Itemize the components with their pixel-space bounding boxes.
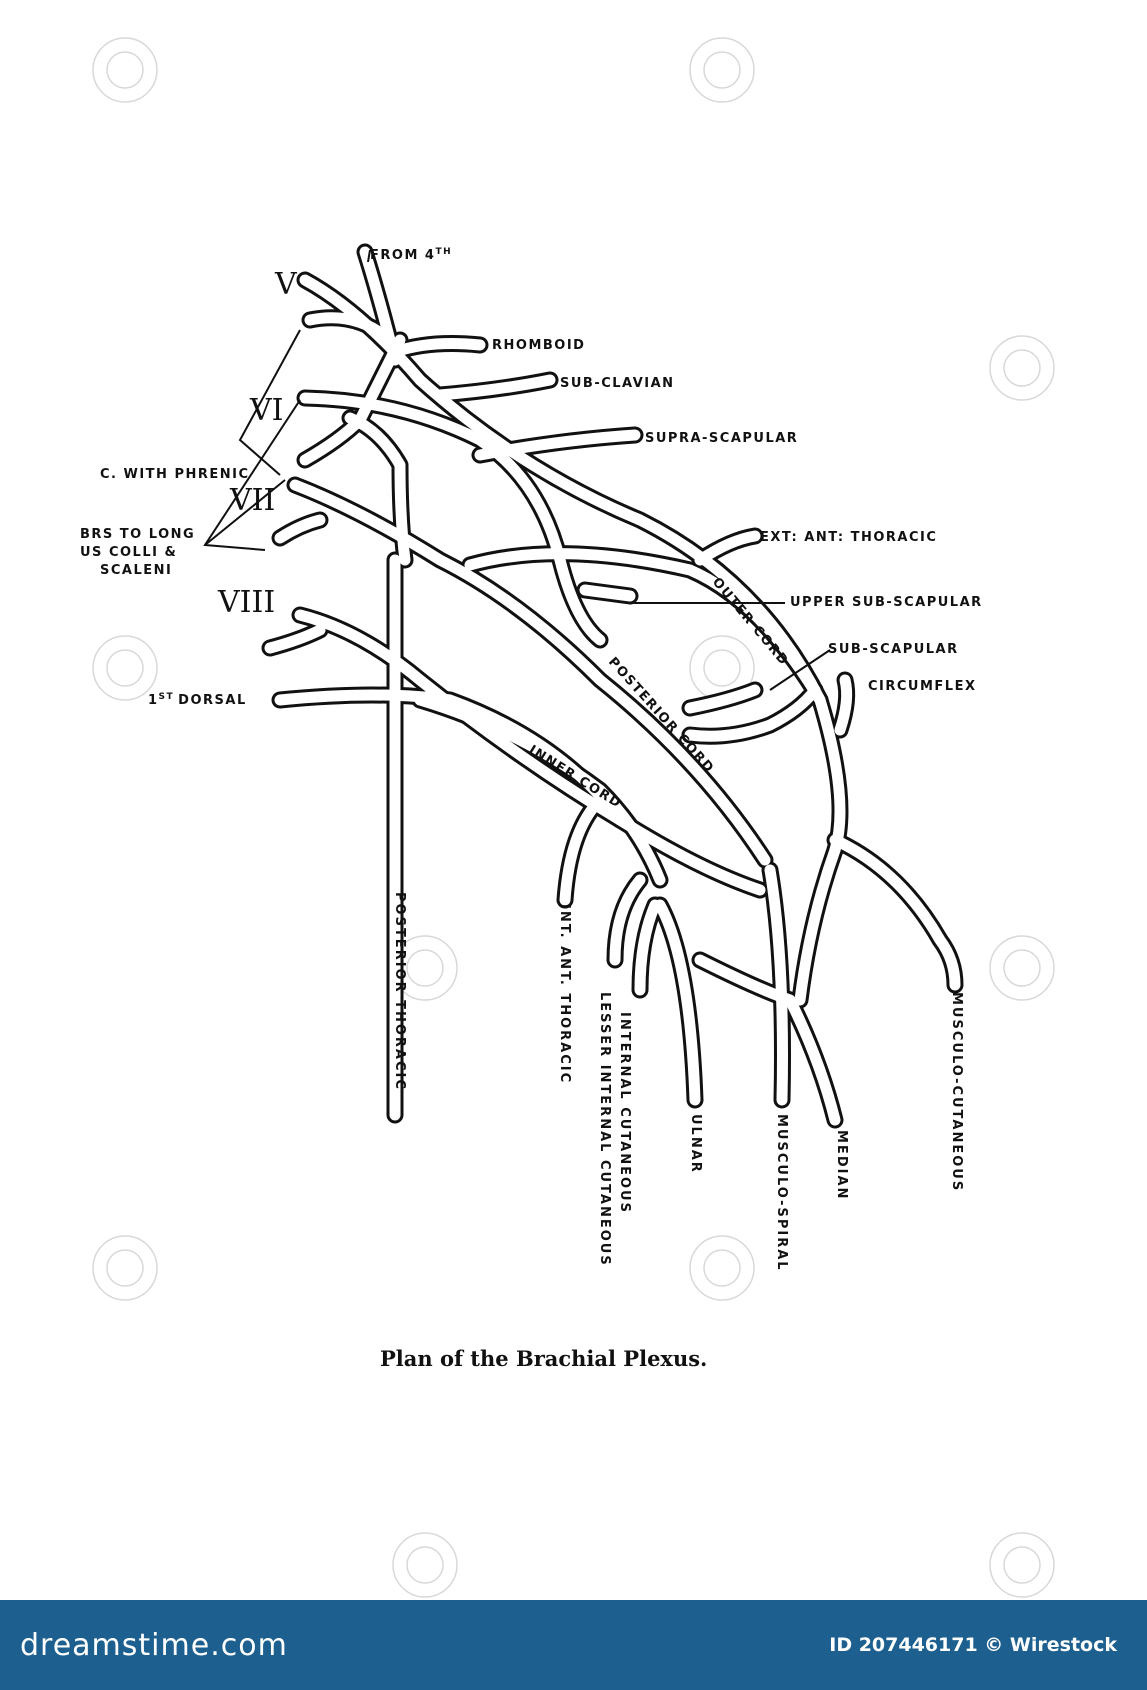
branch-labels: FROM 4TH RHOMBOID SUB-CLAVIAN SUPRA-SCAP… (80, 247, 983, 708)
brachial-plexus-diagram: V VI VII VIII FROM 4TH RHOMBOID SUB-CLAV… (80, 37, 1055, 1598)
root-label-vi: VI (249, 393, 284, 428)
nerve-network (261, 243, 964, 1129)
label-upper-sub-scapular: UPPER SUB-SCAPULAR (790, 595, 983, 610)
terminal-labels: POSTERIOR THORACIC INT. ANT. THORACIC LE… (392, 892, 964, 1272)
label-brs-line2: US COLLI & (80, 545, 177, 560)
diagram-caption: Plan of the Brachial Plexus. (380, 1346, 707, 1371)
footer-brand: dreamstime.com (20, 1627, 288, 1663)
label-internal-cutaneous: INTERNAL CUTANEOUS (617, 1012, 632, 1214)
label-sub-scapular: SUB-SCAPULAR (828, 642, 959, 657)
label-posterior-thoracic: POSTERIOR THORACIC (392, 892, 407, 1091)
label-musculo-spiral: MUSCULO-SPIRAL (774, 1114, 789, 1272)
label-c-with-phrenic: C. WITH PHRENIC (100, 467, 250, 482)
label-sub-clavian: SUB-CLAVIAN (560, 376, 675, 391)
label-rhomboid: RHOMBOID (492, 338, 585, 353)
label-ext-ant-thoracic: EXT: ANT: THORACIC (760, 530, 937, 545)
label-ulnar: ULNAR (688, 1114, 703, 1174)
median (691, 951, 844, 1129)
label-musculo-cutaneous: MUSCULO-CUTANEOUS (949, 992, 964, 1192)
label-posterior-cord: POSTERIOR CORD (605, 655, 717, 777)
root-labels: V VI VII VIII (217, 267, 298, 620)
label-supra-scapular: SUPRA-SCAPULAR (645, 431, 798, 446)
inner-cord (411, 691, 669, 889)
label-lesser-internal-cutaneous: LESSER INTERNAL CUTANEOUS (597, 992, 612, 1267)
label-brs-line1: BRS TO LONG (80, 527, 195, 542)
label-brs-line3: SCALENI (100, 563, 172, 578)
root-label-v: V (274, 267, 298, 302)
watermark-footer-bar: dreamstime.com ID 207446171 © Wirestock (0, 1600, 1147, 1690)
root-vii (286, 476, 774, 869)
root-label-vii: VII (229, 483, 275, 518)
label-median: MEDIAN (834, 1130, 849, 1200)
label-from-4th: FROM 4TH (370, 247, 452, 263)
musculo-cutaneous (826, 831, 964, 994)
label-circumflex: CIRCUMFLEX (868, 679, 977, 694)
footer-credit: ID 207446171 © Wirestock (829, 1634, 1117, 1656)
label-int-ant-thoracic: INT. ANT. THORACIC (557, 904, 572, 1084)
root-label-viii: VIII (217, 585, 275, 620)
connector-lines (203, 249, 831, 691)
